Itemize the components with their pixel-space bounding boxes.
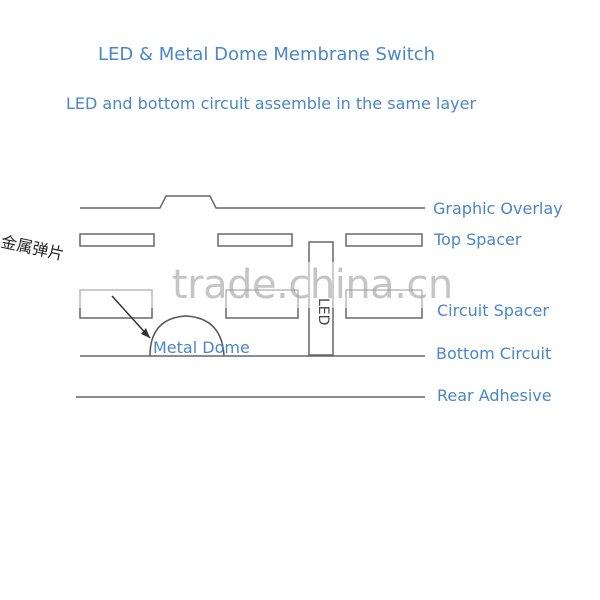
top-spacer-block-middle: [217, 233, 293, 247]
metal-dome-shape: [149, 315, 225, 357]
graphic-overlay-line: [80, 195, 425, 209]
metal-dome-pointer-arrowhead: [141, 328, 150, 338]
diagram-title: LED & Metal Dome Membrane Switch: [98, 44, 436, 65]
label-circuit-spacer: Circuit Spacer: [437, 301, 549, 320]
watermark: trade.china.cn: [172, 262, 453, 308]
label-bottom-circuit: Bottom Circuit: [436, 344, 552, 363]
label-rear-adhesive: Rear Adhesive: [437, 386, 552, 405]
top-spacer-block-right: [345, 233, 423, 247]
label-top-spacer: Top Spacer: [434, 230, 522, 249]
top-spacer-block-left: [79, 233, 155, 247]
watermark-band: [0, 262, 600, 308]
label-led: LED: [315, 298, 331, 326]
diagram-subtitle: LED and bottom circuit assemble in the s…: [66, 94, 477, 113]
label-graphic-overlay: Graphic Overlay: [433, 199, 563, 218]
label-metal-dome: Metal Dome: [153, 338, 250, 357]
